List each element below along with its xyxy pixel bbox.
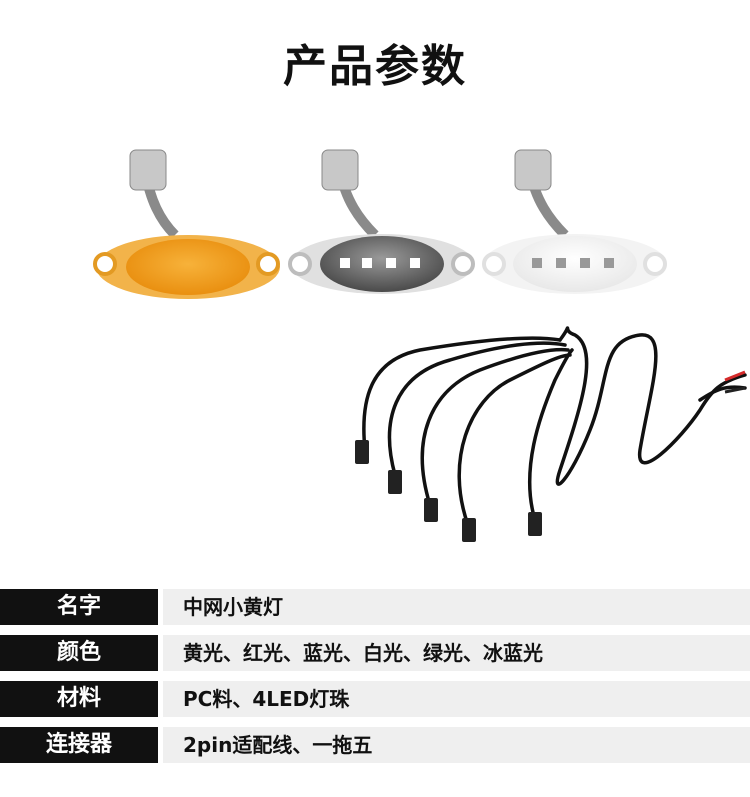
spec-row-color: 颜色 黄光、红光、蓝光、白光、绿光、冰蓝光 (0, 635, 750, 671)
spec-row-material: 材料 PC料、4LED灯珠 (0, 681, 750, 717)
page-title: 产品参数 (283, 41, 467, 92)
amber-marker-light (93, 149, 280, 299)
spec-label-connector: 连接器 (0, 727, 158, 763)
spec-value-name: 中网小黄灯 (163, 589, 750, 625)
wire-tips (724, 370, 746, 394)
spec-label-name: 名字 (0, 589, 158, 625)
product-photo (93, 149, 747, 542)
spec-value-material: PC料、4LED灯珠 (163, 681, 750, 717)
spec-value-color: 黄光、红光、蓝光、白光、绿光、冰蓝光 (163, 635, 750, 671)
spec-value-connector: 2pin适配线、一拖五 (163, 727, 750, 763)
smoke-marker-light (288, 149, 475, 294)
spec-row-connector: 连接器 2pin适配线、一拖五 (0, 727, 750, 763)
spec-row-name: 名字 中网小黄灯 (0, 589, 750, 625)
spec-label-material: 材料 (0, 681, 158, 717)
clear-marker-light (482, 149, 667, 294)
spec-label-color: 颜色 (0, 635, 158, 671)
wiring-harness (362, 326, 747, 527)
connectors (355, 440, 542, 542)
